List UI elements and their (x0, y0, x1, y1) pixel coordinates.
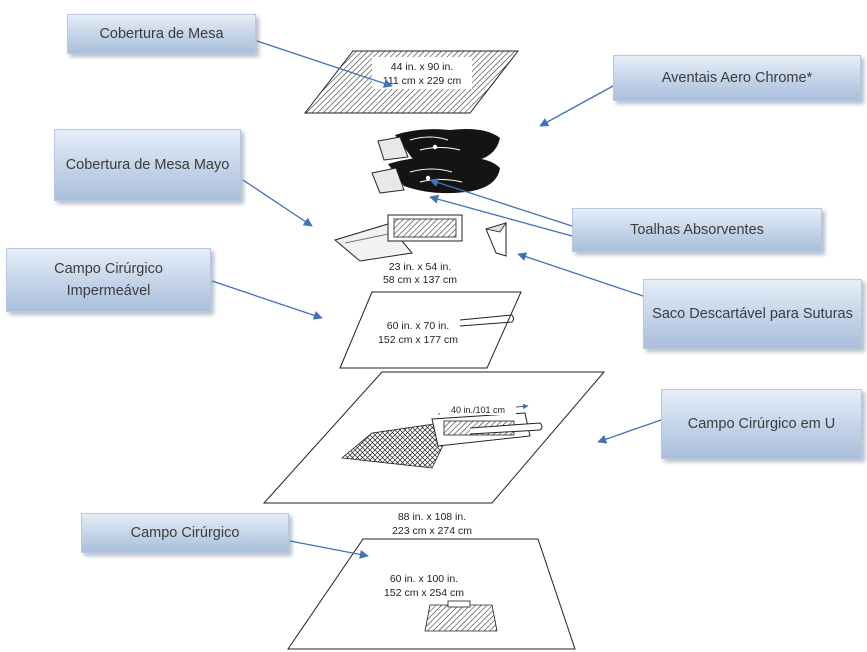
u-drape-slot-dim: 40 in./101 cm (451, 405, 505, 415)
callout-table-cover: Cobertura de Mesa (67, 14, 256, 54)
arrow-waterproof-drape (211, 280, 323, 320)
suture-bag (485, 222, 507, 257)
arrow-towel-2 (429, 194, 573, 237)
surgical-drape-dim-in: 60 in. x 100 in. (390, 573, 458, 585)
u-drape-dim-in: 88 in. x 108 in. (398, 511, 466, 523)
mayo-cover-sheet: 23 in. x 54 in. 58 cm x 137 cm (333, 214, 463, 286)
mayo-cover-dim-cm: 58 cm x 137 cm (383, 274, 457, 286)
aero-chrome-gowns (371, 129, 500, 194)
waterproof-drape-dim-cm: 152 cm x 177 cm (378, 334, 458, 346)
mayo-cover-dim-in: 23 in. x 54 in. (389, 261, 451, 273)
arrow-towel-1 (429, 178, 573, 227)
callout-u-drape: Campo Cirúrgico em U (661, 389, 862, 459)
u-drape-dim-cm: 223 cm x 274 cm (392, 525, 472, 537)
callout-absorbent-towels: Toalhas Absorventes (572, 208, 822, 252)
callout-mayo-cover: Cobertura de Mesa Mayo (54, 129, 241, 201)
arrow-table-cover (256, 40, 393, 88)
callout-suture-bag: Saco Descartável para Suturas (643, 279, 862, 349)
table-cover-sheet: 44 in. x 90 in. 111 cm x 229 cm (303, 50, 520, 114)
u-drape-sheet: 40 in./101 cm 88 in. x 108 in. 223 cm x … (262, 371, 606, 537)
callout-waterproof-drape: Campo Cirúrgico Impermeável (6, 248, 211, 312)
arrow-suture-bag (517, 252, 644, 297)
callout-arrows (211, 40, 662, 559)
arrow-aero-gowns (539, 85, 614, 127)
callout-aero-gowns: Aventais Aero Chrome* (613, 55, 861, 101)
arrow-surgical-drape (289, 540, 369, 559)
table-cover-dim-cm: 111 cm x 229 cm (383, 75, 462, 87)
arrow-mayo-cover (242, 179, 313, 227)
arrow-u-drape (597, 419, 662, 444)
surgical-drape-dim-cm: 152 cm x 254 cm (384, 587, 464, 599)
surgical-drape-sheet: 60 in. x 100 in. 152 cm x 254 cm (287, 538, 576, 650)
table-cover-dim-in: 44 in. x 90 in. (391, 61, 453, 73)
waterproof-drape-sheet: 60 in. x 70 in. 152 cm x 177 cm (339, 291, 522, 369)
callout-surgical-drape: Campo Cirúrgico (81, 513, 289, 553)
waterproof-drape-dim-in: 60 in. x 70 in. (387, 320, 449, 332)
